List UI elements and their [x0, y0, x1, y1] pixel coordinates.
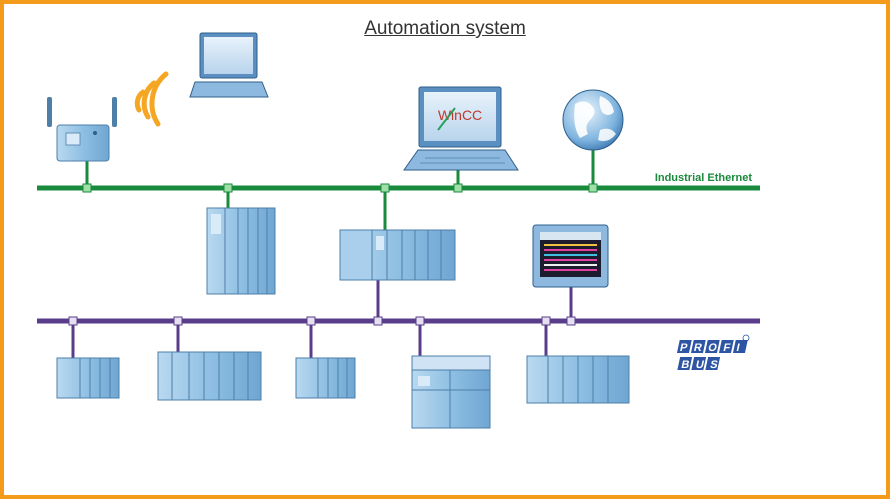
page-title: Automation system — [364, 18, 526, 39]
profibus-station-5-icon — [526, 355, 630, 404]
profibus-station-2-icon — [157, 351, 262, 401]
wifi-signal-icon — [134, 71, 169, 127]
profibus-drops — [71, 280, 573, 358]
profibus-logo: PROFI BUS — [676, 334, 750, 371]
profibus-station-3-icon — [295, 357, 356, 399]
ethernet-connectors — [82, 183, 598, 193]
profibus-station-1-icon — [56, 357, 120, 399]
profibus-logo-top: PROFI — [679, 342, 748, 354]
internet-globe-icon — [562, 89, 624, 151]
wincc-label: WinCC — [438, 107, 482, 123]
profibus-connectors — [68, 316, 576, 326]
s7-400-rack-icon — [206, 207, 276, 295]
access-point-icon — [47, 97, 117, 162]
industrial-ethernet-label: Industrial Ethernet — [655, 172, 753, 184]
profibus-logo-bottom: BUS — [680, 359, 725, 371]
s7-300-controller-icon — [339, 229, 456, 281]
profibus-station-4-icon — [411, 355, 491, 429]
ethernet-drops — [85, 150, 595, 230]
hmi-panel-icon — [532, 224, 609, 288]
wincc-workstation-icon: WinCC — [403, 86, 519, 171]
laptop-icon — [189, 32, 269, 98]
